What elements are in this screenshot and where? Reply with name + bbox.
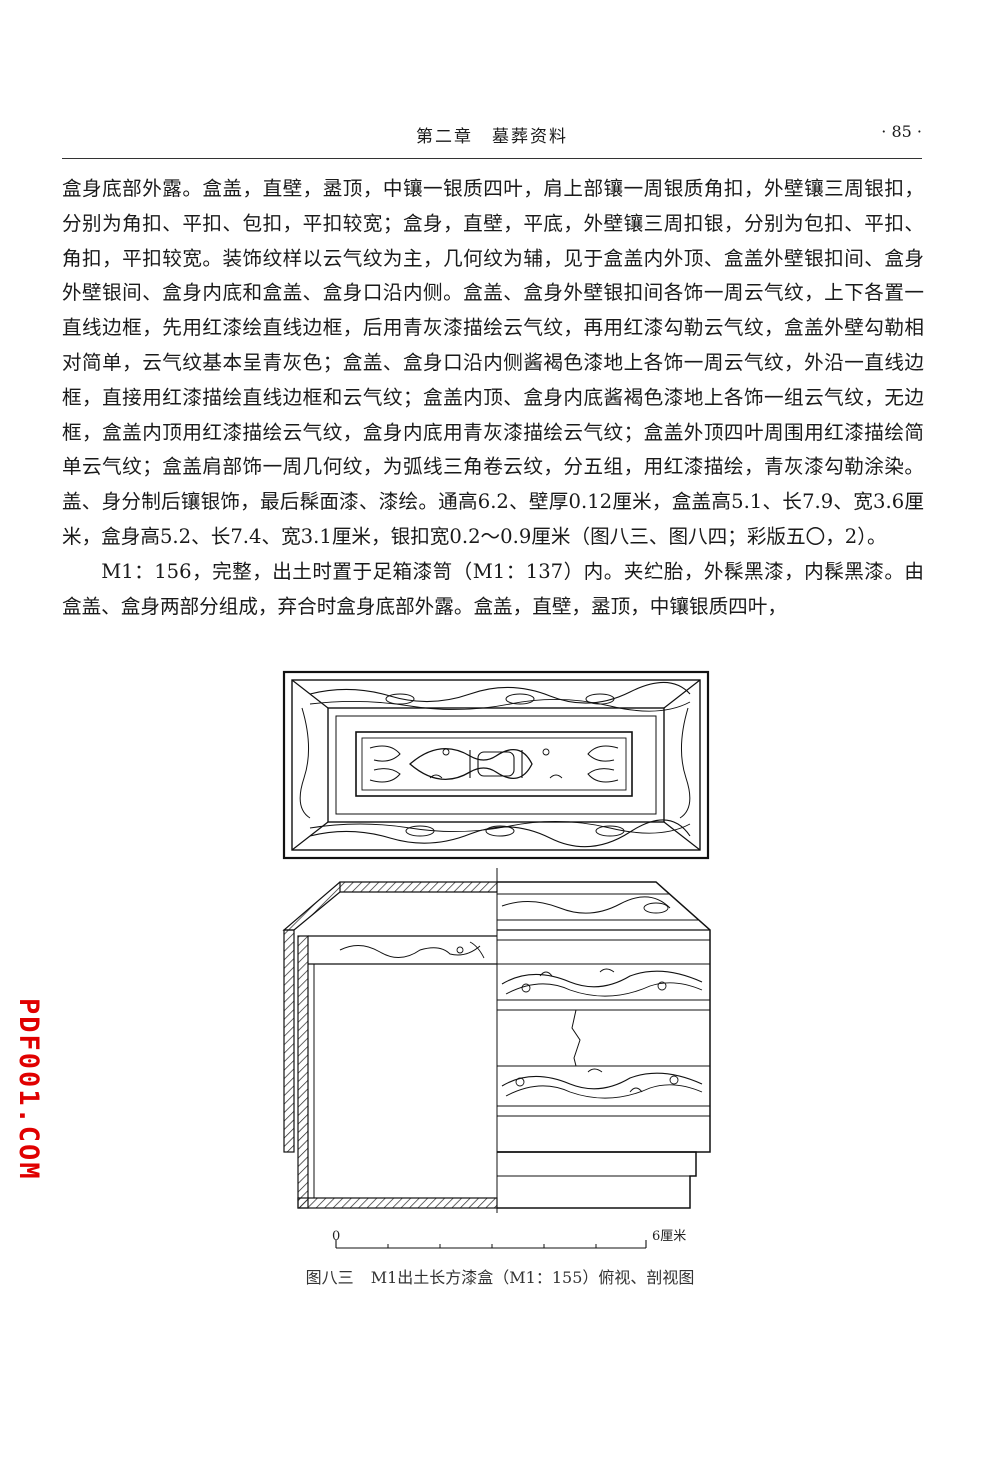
top-view	[282, 670, 710, 860]
scale-bar	[335, 1240, 647, 1249]
chapter-title: 第二章 墓葬资料	[416, 127, 568, 147]
section-view	[282, 881, 498, 1209]
lacquer-box-drawing: 0 6厘米	[282, 670, 711, 1249]
figure-lacquer-box: 0 6厘米	[270, 668, 730, 1268]
scale-end-label: 6厘米	[652, 1229, 686, 1244]
figure-caption-text: M1出土长方漆盒（M1：155）俯视、剖视图	[370, 1268, 695, 1287]
lid-outer-frame	[282, 670, 710, 860]
paragraph-1: 盒身底部外露。盒盖，直壁，盝顶，中镶一银质四叶，肩上部镶一周银质角扣，外壁镶三周…	[62, 177, 924, 548]
figure-caption: 图八三 M1出土长方漆盒（M1：155）俯视、剖视图	[0, 1264, 1000, 1288]
lid-inner-panel	[355, 731, 633, 797]
figure-number: 图八三	[305, 1268, 354, 1287]
elevation-view	[497, 881, 711, 1209]
watermark-main: PDF001	[13, 998, 44, 1108]
scale-start-label: 0	[332, 1229, 340, 1244]
body-text: 盒身底部外露。盒盖，直壁，盝顶，中镶一银质四叶，肩上部镶一周银质角扣，外壁镶三周…	[62, 172, 924, 624]
running-header: 第二章 墓葬资料 · 85 ·	[62, 118, 922, 159]
paragraph-2: M1：156，完整，出土时置于足箱漆笥（M1：137）内。夹纻胎，外髹黑漆，内髹…	[62, 559, 924, 618]
watermark-suffix: .COM	[13, 1107, 44, 1181]
watermark-logo: PDF001.COM	[13, 998, 44, 1181]
page-number: · 85 ·	[881, 122, 922, 141]
